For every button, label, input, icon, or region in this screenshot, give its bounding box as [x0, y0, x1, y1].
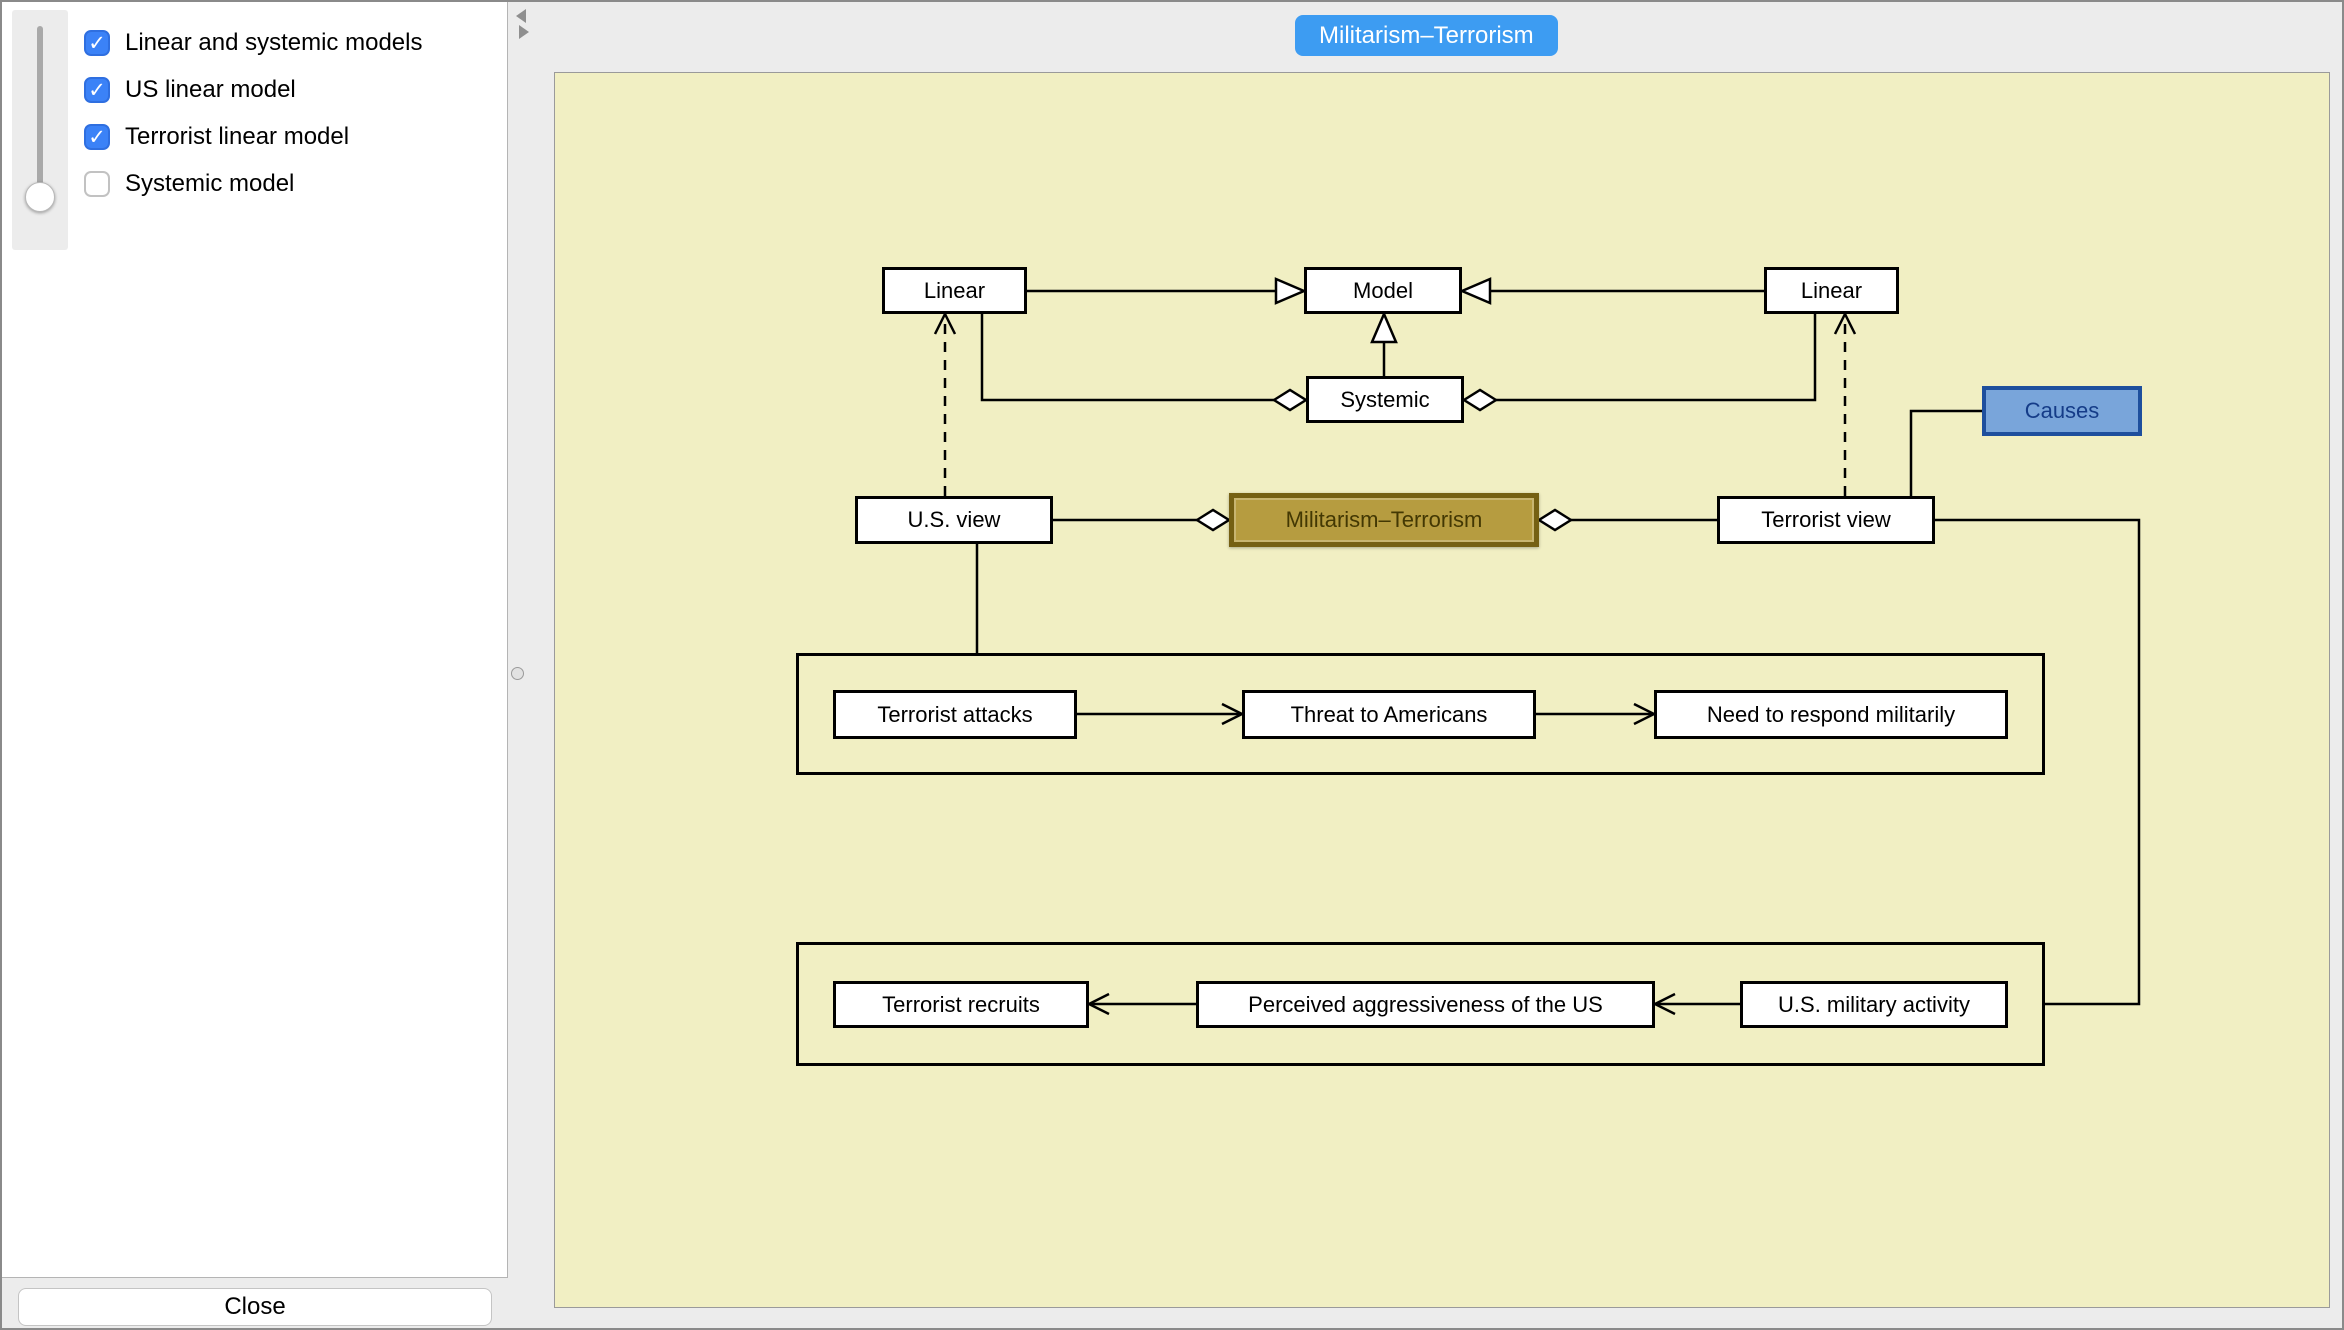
slider-handle[interactable] [25, 182, 55, 212]
group-terrorist-linear-model[interactable] [796, 942, 2045, 1066]
slider-track[interactable] [37, 26, 43, 202]
layer-label: Systemic model [125, 170, 295, 197]
node-need-to-respond[interactable]: Need to respond militarily [1654, 690, 2008, 739]
checkbox-icon[interactable] [84, 30, 110, 56]
aggregation-diamond-icon [1461, 388, 1499, 412]
node-militarism-terrorism[interactable]: Militarism–Terrorism [1229, 493, 1539, 547]
edge-causes-terroristview [1909, 409, 1982, 496]
diagram-canvas[interactable]: Linear Model Linear Systemic U.S. view M… [554, 72, 2330, 1308]
sidebar: Linear and systemic models US linear mod… [2, 2, 508, 1278]
splitter-handle[interactable] [511, 667, 524, 680]
diagram-title-tab[interactable]: Militarism–Terrorism [1295, 15, 1558, 56]
node-linear-left[interactable]: Linear [882, 267, 1027, 314]
splitter-expand-right-icon[interactable] [519, 25, 529, 39]
layer-label: Terrorist linear model [125, 123, 350, 150]
checkbox-icon[interactable] [84, 77, 110, 103]
node-perceived-aggressiveness[interactable]: Perceived aggressiveness of the US [1196, 981, 1655, 1028]
node-model[interactable]: Model [1304, 267, 1462, 314]
layer-row-systemic[interactable]: Systemic model [84, 170, 422, 197]
splitter-collapse-left-icon[interactable] [516, 9, 526, 23]
edge-linearright-systemic [1496, 314, 1817, 402]
group-us-linear-model[interactable] [796, 653, 2045, 775]
edge-linearleft-systemic [980, 314, 1274, 402]
layer-label: Linear and systemic models [125, 29, 423, 56]
layer-list: Linear and systemic models US linear mod… [84, 29, 423, 197]
sidebar-footer: Close [2, 1280, 509, 1328]
layer-label: US linear model [125, 76, 296, 103]
node-linear-right[interactable]: Linear [1764, 267, 1899, 314]
node-causes[interactable]: Causes [1982, 386, 2142, 436]
layer-row-linear-and-systemic[interactable]: Linear and systemic models [84, 29, 423, 56]
close-button[interactable]: Close [18, 1288, 492, 1326]
node-us-view[interactable]: U.S. view [855, 496, 1053, 544]
aggregation-diamond-icon [1536, 508, 1574, 532]
edge-terroristview-group2 [1935, 518, 2141, 1006]
diagram-edges [933, 73, 2141, 1016]
node-terrorist-view[interactable]: Terrorist view [1717, 496, 1935, 544]
aggregation-diamond-icon [1194, 508, 1232, 532]
aggregation-diamond-icon [1271, 388, 1309, 412]
node-terrorist-recruits[interactable]: Terrorist recruits [833, 981, 1089, 1028]
node-threat-to-americans[interactable]: Threat to Americans [1242, 690, 1536, 739]
checkbox-icon[interactable] [84, 171, 110, 197]
node-us-military-activity[interactable]: U.S. military activity [1740, 981, 2008, 1028]
zoom-slider[interactable] [12, 10, 68, 250]
checkbox-icon[interactable] [84, 124, 110, 150]
layer-row-terrorist-linear[interactable]: Terrorist linear model [84, 123, 422, 150]
node-terrorist-attacks[interactable]: Terrorist attacks [833, 690, 1077, 739]
node-systemic[interactable]: Systemic [1306, 376, 1464, 423]
layer-row-us-linear[interactable]: US linear model [84, 76, 422, 103]
